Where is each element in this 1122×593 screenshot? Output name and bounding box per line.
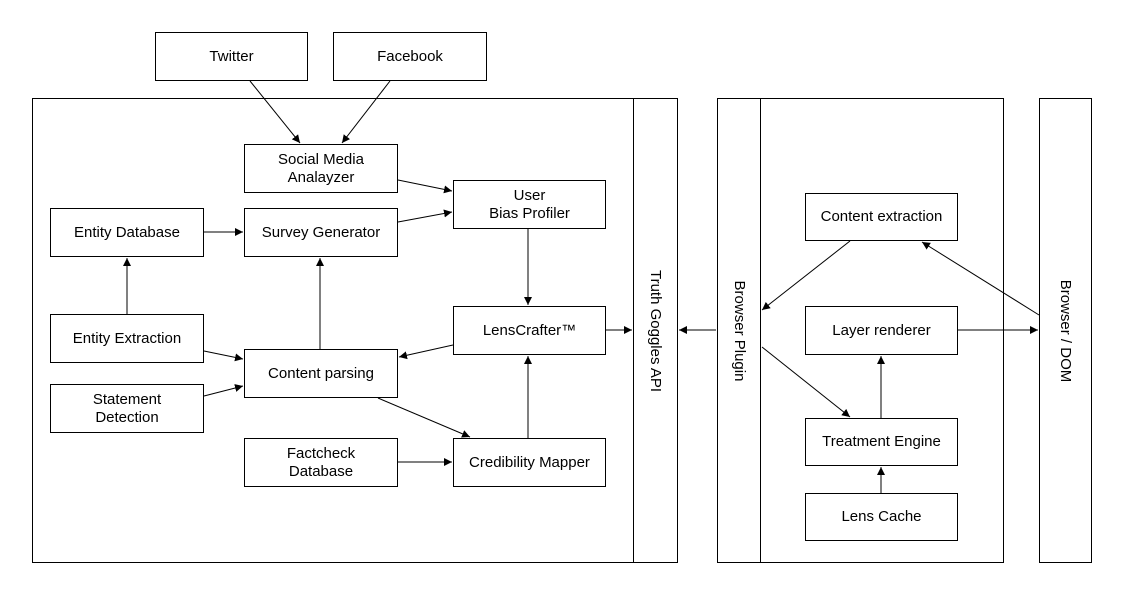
browser-dom-frame <box>1039 98 1092 563</box>
entity-extraction-node: Entity Extraction <box>50 314 204 363</box>
edge-entity-extraction-to-content-parsing <box>203 350 244 362</box>
survey-generator-node: Survey Generator <box>244 208 398 257</box>
facebook-node: Facebook <box>333 32 487 81</box>
edge-facebook-to-social-media-analyzer <box>341 80 391 144</box>
social-media-analyzer-node: Social Media Analayzer <box>244 144 398 193</box>
edge-twitter-to-social-media-analyzer <box>249 80 301 144</box>
edge-lenscrafter-to-content-parsing <box>398 344 454 360</box>
content-parsing-node: Content parsing <box>244 349 398 398</box>
factcheck-database-node: Factcheck Database <box>244 438 398 487</box>
edge-browser-dom-to-content-extraction <box>921 241 1040 316</box>
lenscrafter-node: LensCrafter™ <box>453 306 606 355</box>
truth-goggles-api-lane <box>633 98 678 563</box>
edge-browser-plugin-to-treatment-engine <box>761 346 851 418</box>
content-extraction-node: Content extraction <box>805 193 958 241</box>
edge-content-extraction-to-browser-plugin <box>761 240 851 311</box>
treatment-engine-node: Treatment Engine <box>805 418 958 466</box>
edge-social-media-analyzer-to-user-bias-profiler <box>397 179 453 194</box>
lens-cache-node: Lens Cache <box>805 493 958 541</box>
edge-statement-detection-to-content-parsing <box>203 384 244 397</box>
browser-plugin-lane <box>717 98 761 563</box>
user-bias-profiler-node: User Bias Profiler <box>453 180 606 229</box>
entity-database-node: Entity Database <box>50 208 204 257</box>
twitter-node: Twitter <box>155 32 308 81</box>
layer-renderer-node: Layer renderer <box>805 306 958 355</box>
edge-survey-generator-to-user-bias-profiler <box>397 209 453 223</box>
credibility-mapper-node: Credibility Mapper <box>453 438 606 487</box>
statement-detection-node: Statement Detection <box>50 384 204 433</box>
edge-content-parsing-to-credibility-mapper <box>377 397 471 438</box>
